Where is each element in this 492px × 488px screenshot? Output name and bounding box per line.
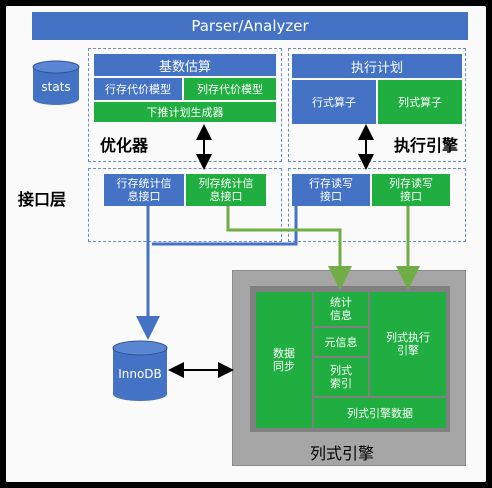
executor-title: 执行引擎 (394, 136, 459, 155)
row-rw-to-innodb (152, 206, 298, 246)
row-stats-interface: 行存统计信息接口 (104, 174, 184, 206)
rw-interface-group (288, 168, 466, 242)
col-exec-engine: 列式执行引擎 (370, 292, 446, 396)
innodb-label: InnoDB (118, 367, 162, 381)
row-operator: 行式算子 (292, 80, 376, 124)
data-sync: 数据同步 (256, 292, 312, 428)
meta-info: 元信息 (314, 328, 368, 356)
col-cost-model: 列存代价模型 (184, 78, 276, 100)
column-engine-title: 列式引擎 (310, 444, 375, 463)
col-index: 列式索引 (314, 358, 368, 396)
execution-plan: 执行计划 (292, 54, 462, 78)
optimizer-group (88, 48, 282, 162)
row-rw-interface: 行存读写接口 (292, 174, 370, 206)
pushdown-plan-generator: 下推计划生成器 (94, 102, 276, 122)
cardinality-estimation: 基数估算 (94, 54, 276, 76)
optimizer-title: 优化器 (100, 136, 149, 155)
col-operator: 列式算子 (378, 80, 462, 124)
interface-layer-title: 接口层 (18, 190, 67, 209)
col-rw-interface: 列存读写接口 (372, 174, 450, 206)
stats-cylinder: stats (32, 60, 80, 106)
stats-interface-group (88, 168, 282, 242)
col-engine-data: 列式引擎数据 (314, 398, 446, 428)
parser-analyzer-bar: Parser/Analyzer (32, 12, 468, 40)
innodb-cylinder: InnoDB (112, 340, 168, 402)
col-stats-to-engine (226, 206, 352, 290)
executor-group (288, 48, 466, 162)
row-cost-model: 行存代价模型 (94, 78, 182, 100)
stats-info: 统计信息 (314, 292, 368, 326)
stats-label: stats (41, 79, 71, 94)
col-stats-interface: 列存统计信息接口 (186, 174, 266, 206)
